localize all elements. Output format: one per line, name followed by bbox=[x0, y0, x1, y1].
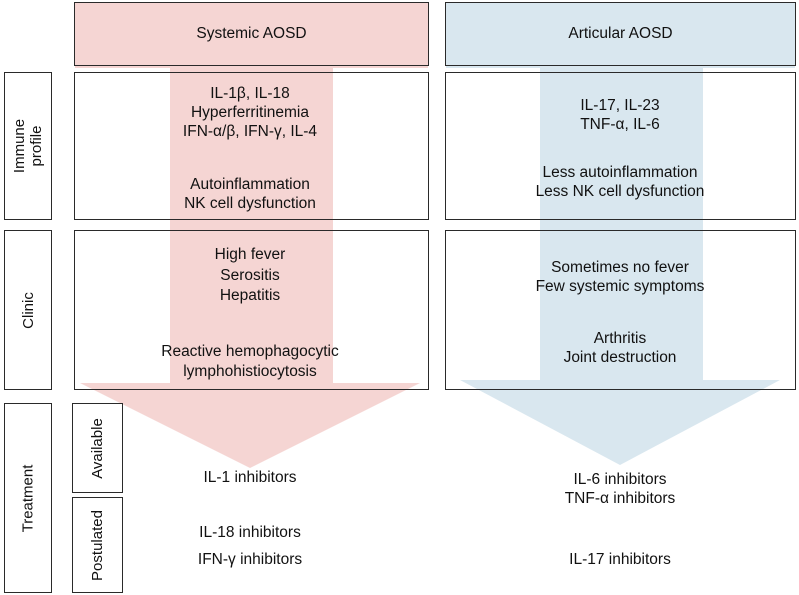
articular-immune-item: Less NK cell dysfunction bbox=[535, 183, 705, 200]
articular-immune-item: TNF-α, IL-6 bbox=[580, 116, 660, 133]
immune-label-line1: Immune bbox=[11, 118, 28, 174]
articular-clinic-item: Few systemic symptoms bbox=[535, 278, 705, 295]
systemic-immune-item: NK cell dysfunction bbox=[184, 195, 316, 212]
immune-profile-label-box: Immune profile bbox=[4, 72, 52, 220]
systemic-title: Systemic AOSD bbox=[196, 25, 307, 42]
postulated-label: Postulated bbox=[89, 509, 107, 581]
postulated-label-box: Postulated bbox=[72, 497, 123, 593]
articular-immune-box bbox=[445, 72, 796, 220]
systemic-arrow-shape bbox=[75, 3, 428, 468]
articular-immune-item: IL-17, IL-23 bbox=[580, 97, 660, 114]
systemic-available-treatment: IL-1 inhibitors bbox=[203, 469, 297, 486]
articular-postulated-treatment: IL-17 inhibitors bbox=[569, 551, 671, 568]
treatment-label-box: Treatment bbox=[4, 403, 52, 593]
articular-clinic-item: Arthritis bbox=[593, 330, 647, 347]
systemic-immune-item: IL-1β, IL-18 bbox=[210, 85, 290, 102]
articular-arrow-shape bbox=[446, 3, 795, 465]
treatment-label: Treatment bbox=[19, 464, 37, 532]
systemic-clinic-item: Hepatitis bbox=[219, 287, 281, 304]
systemic-clinic-item: Serositis bbox=[220, 267, 280, 284]
systemic-clinic-item: High fever bbox=[214, 246, 286, 263]
systemic-clinic-item: lymphohistiocytosis bbox=[183, 363, 317, 380]
systemic-immune-item: Hyperferritinemia bbox=[190, 104, 309, 121]
clinic-label-box: Clinic bbox=[4, 230, 52, 390]
immune-label-line2: profile bbox=[28, 125, 45, 167]
articular-clinic-item: Joint destruction bbox=[563, 349, 677, 366]
systemic-clinic-item: Reactive hemophagocytic bbox=[161, 343, 339, 360]
available-label-box: Available bbox=[72, 403, 123, 493]
articular-clinic-item: Sometimes no fever bbox=[551, 259, 689, 276]
systemic-immune-box bbox=[74, 72, 429, 220]
articular-immune-item: Less autoinflammation bbox=[542, 164, 698, 181]
articular-available-treatment: IL-6 inhibitors bbox=[573, 471, 667, 488]
articular-clinic-box bbox=[445, 230, 796, 390]
articular-header: Articular AOSD bbox=[445, 2, 796, 66]
articular-available-treatment: TNF-α inhibitors bbox=[564, 490, 676, 507]
systemic-clinic-box bbox=[74, 230, 429, 390]
systemic-header: Systemic AOSD bbox=[74, 2, 429, 66]
clinic-label: Clinic bbox=[19, 291, 37, 329]
systemic-immune-item: Autoinflammation bbox=[190, 176, 310, 193]
articular-title: Articular AOSD bbox=[568, 25, 673, 42]
systemic-postulated-treatment: IFN-γ inhibitors bbox=[197, 551, 303, 568]
available-label: Available bbox=[89, 417, 107, 479]
systemic-immune-item: IFN-α/β, IFN-γ, IL-4 bbox=[182, 123, 318, 140]
systemic-postulated-treatment: IL-18 inhibitors bbox=[199, 524, 301, 541]
